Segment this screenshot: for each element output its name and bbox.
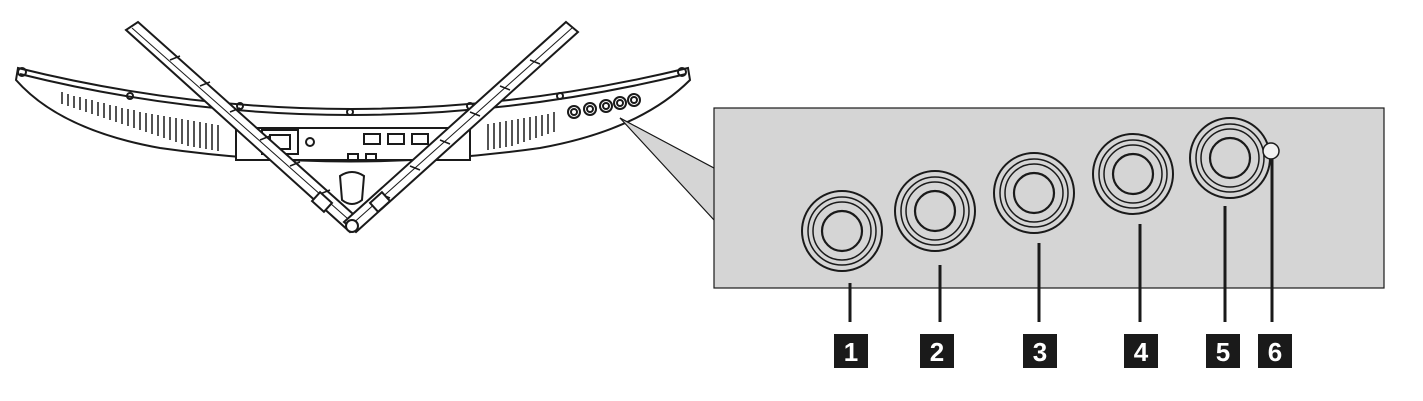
label-2: 2 <box>920 334 954 368</box>
left-vents <box>61 92 219 151</box>
button-4 <box>1092 133 1174 215</box>
leader-lines <box>848 159 1274 322</box>
button-3 <box>993 152 1075 234</box>
label-1: 1 <box>834 334 868 368</box>
label-6-text: 6 <box>1268 337 1282 367</box>
right-vents <box>487 112 555 150</box>
label-2-text: 2 <box>930 337 944 367</box>
label-4: 4 <box>1124 334 1158 368</box>
label-5: 5 <box>1206 334 1240 368</box>
label-6: 6 <box>1258 334 1292 368</box>
button-2 <box>894 170 976 252</box>
label-1-text: 1 <box>844 337 858 367</box>
monitor-button-cluster <box>567 93 641 119</box>
power-indicator-led <box>1262 142 1280 160</box>
button-1 <box>801 190 883 272</box>
number-labels: 1 2 3 4 5 6 <box>834 334 1292 368</box>
control-buttons <box>801 117 1280 322</box>
label-4-text: 4 <box>1134 337 1149 367</box>
monitor-rear-view <box>14 20 692 234</box>
label-3-text: 3 <box>1033 337 1047 367</box>
button-5 <box>1189 117 1271 199</box>
label-5-text: 5 <box>1216 337 1230 367</box>
stand-legs <box>124 20 580 234</box>
label-3: 3 <box>1023 334 1057 368</box>
